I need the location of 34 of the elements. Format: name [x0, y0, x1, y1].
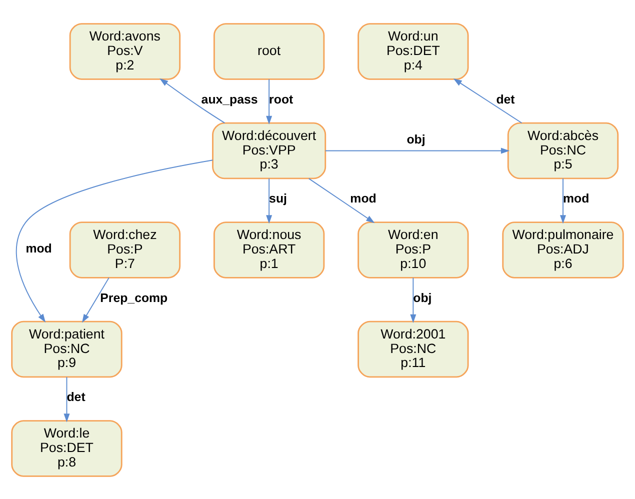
node-box: Word:nous Pos:ART p:1 [213, 221, 325, 278]
edge-label: suj [269, 191, 287, 206]
arrow [160, 78, 226, 123]
edge-label: mod [350, 191, 376, 206]
node-box: Word:pulmonaire Pos:ADJ p:6 [502, 221, 624, 278]
edge-label: root [269, 92, 294, 106]
node-box: Word:en Pos:P p:10 [358, 221, 469, 278]
node-box: Word:patient Pos:NC p:9 [11, 320, 122, 378]
node-box: root [213, 22, 325, 80]
edge-label: mod [563, 191, 590, 206]
edge-label: det [496, 92, 515, 106]
arrow [560, 178, 566, 224]
arrow [324, 147, 510, 154]
node-box: Word:le Pos:DET p:8 [11, 420, 122, 476]
edge-label: Prep_comp [100, 290, 168, 304]
edge-label: mod [26, 240, 52, 255]
arrow [410, 276, 416, 322]
arrow [453, 78, 522, 123]
node-box: Word:2001 Pos:NC p:11 [358, 320, 469, 378]
node-box: Word:découvert Pos:VPP p:3 [212, 122, 326, 179]
node-box: Word:avons Pos:V p:2 [69, 22, 181, 80]
edge-label: obj [406, 132, 426, 146]
edge-label: obj [413, 290, 432, 304]
arrow [64, 376, 70, 422]
node-box: Word:chez Pos:P P:7 [69, 221, 181, 278]
arrow [266, 178, 272, 224]
arrow [266, 78, 272, 124]
node-box: Word:un Pos:DET p:4 [358, 22, 469, 80]
edge-label: aux_pass [201, 92, 258, 106]
arrow [16, 159, 214, 322]
edge-label: det [66, 390, 86, 404]
node-box: Word:abcès Pos:NC p:5 [507, 122, 619, 179]
arrow [308, 178, 375, 223]
arrow [82, 276, 110, 322]
